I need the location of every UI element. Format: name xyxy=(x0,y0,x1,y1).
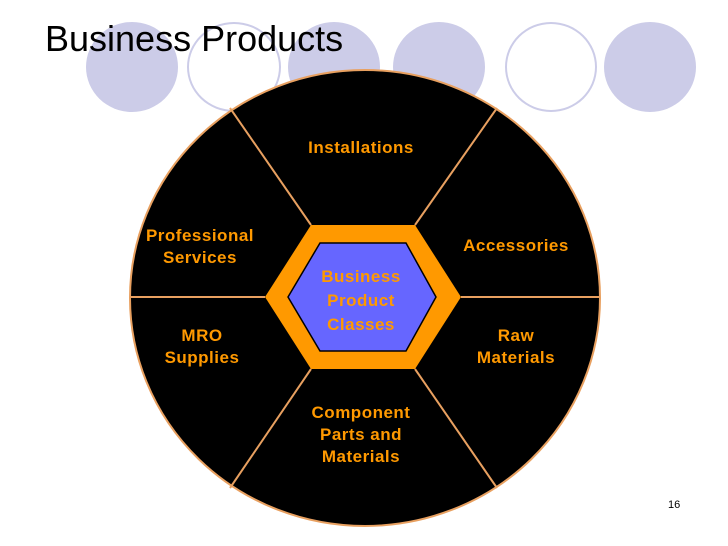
wheel-dividers xyxy=(131,107,599,489)
decor-circle-1 xyxy=(86,22,178,112)
segment-label-line: Accessories xyxy=(463,236,569,255)
page-number: 16 xyxy=(668,499,681,511)
segment-label-accessories: Accessories xyxy=(463,236,569,255)
segment-label-line: MRO xyxy=(181,326,222,345)
decor-circle-5 xyxy=(505,22,597,112)
segment-label-line: Materials xyxy=(477,348,555,367)
wheel-divider-line xyxy=(414,107,498,226)
segment-label-line: Materials xyxy=(322,447,400,466)
segment-label-installations: Installations xyxy=(308,138,414,157)
segment-label-line: Raw xyxy=(498,326,535,345)
segment-label-line: Parts and xyxy=(320,425,402,444)
slide-title: Business Products xyxy=(45,18,344,59)
segment-label-line: Supplies xyxy=(165,348,240,367)
segment-label-line: Installations xyxy=(308,138,414,157)
wheel-divider-line xyxy=(229,107,312,226)
center-label-line: Classes xyxy=(327,315,395,334)
decor-circle-6 xyxy=(604,22,696,112)
wheel-divider-line xyxy=(229,368,312,489)
center-label-line: Product xyxy=(327,291,395,310)
segment-label-mro-supplies: MRO Supplies xyxy=(165,326,240,367)
segment-label-line: Services xyxy=(163,248,237,267)
segment-label-line: Component xyxy=(312,403,411,422)
segment-label-line: Professional xyxy=(146,226,254,245)
center-label-line: Business xyxy=(321,267,401,286)
wheel-divider-line xyxy=(414,368,498,489)
center-hexagon xyxy=(287,242,437,352)
